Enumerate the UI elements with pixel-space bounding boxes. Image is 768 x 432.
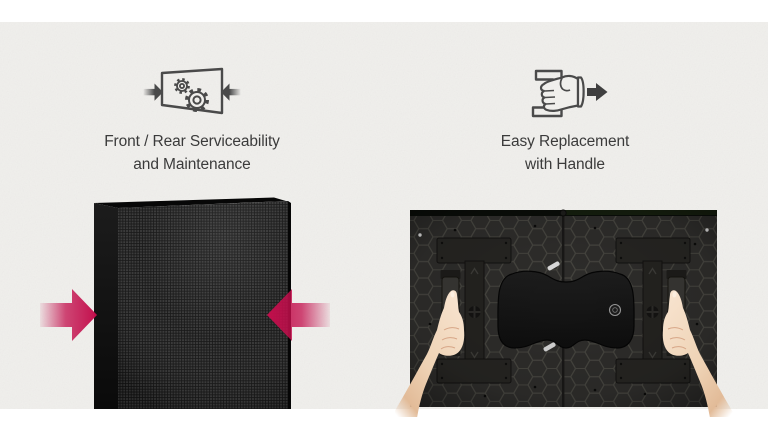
small-gear-icon: [174, 78, 190, 94]
fist-icon: [539, 74, 585, 112]
hand-gripping-handle-arrow-icon: [531, 69, 608, 118]
led-cabinet: [94, 197, 291, 409]
caption-line: and Maintenance: [133, 156, 251, 173]
module-handles-photo: [395, 209, 735, 417]
big-gear-icon: [185, 88, 210, 113]
arrow-right-icon: [587, 83, 608, 101]
caption-replacement: Easy Replacement with Handle: [415, 130, 715, 176]
caption-serviceability: Front / Rear Serviceability and Maintena…: [42, 130, 342, 176]
caption-line: with Handle: [525, 156, 605, 173]
led-cabinet-illustration: [40, 197, 330, 409]
caption-line: Front / Rear Serviceability: [104, 133, 280, 150]
front-arrow: [40, 289, 97, 341]
rear-arrow: [267, 289, 330, 341]
caption-line: Easy Replacement: [500, 133, 630, 150]
inward-arrows-icon: [143, 83, 241, 101]
photo-vignette: [410, 210, 717, 407]
hand-on-handle: [395, 290, 465, 417]
display-panel-gears-arrows-icon: [143, 67, 241, 115]
